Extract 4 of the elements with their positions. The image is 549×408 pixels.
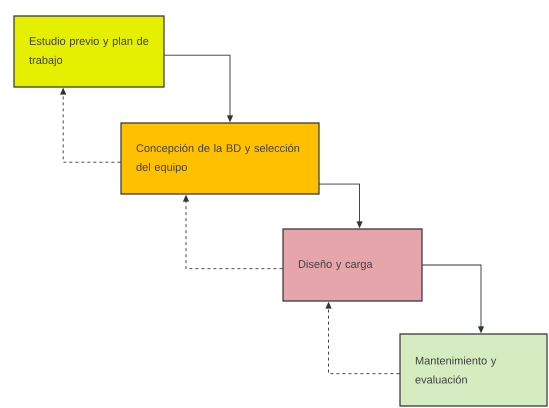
process-box: Concepción de la BD y selección del equipo bbox=[120, 122, 320, 195]
process-box: Diseño y carga bbox=[282, 228, 423, 302]
process-box: Mantenimiento y evaluación bbox=[399, 333, 548, 407]
process-box: Estudio previo y plan de trabajo bbox=[13, 15, 165, 88]
